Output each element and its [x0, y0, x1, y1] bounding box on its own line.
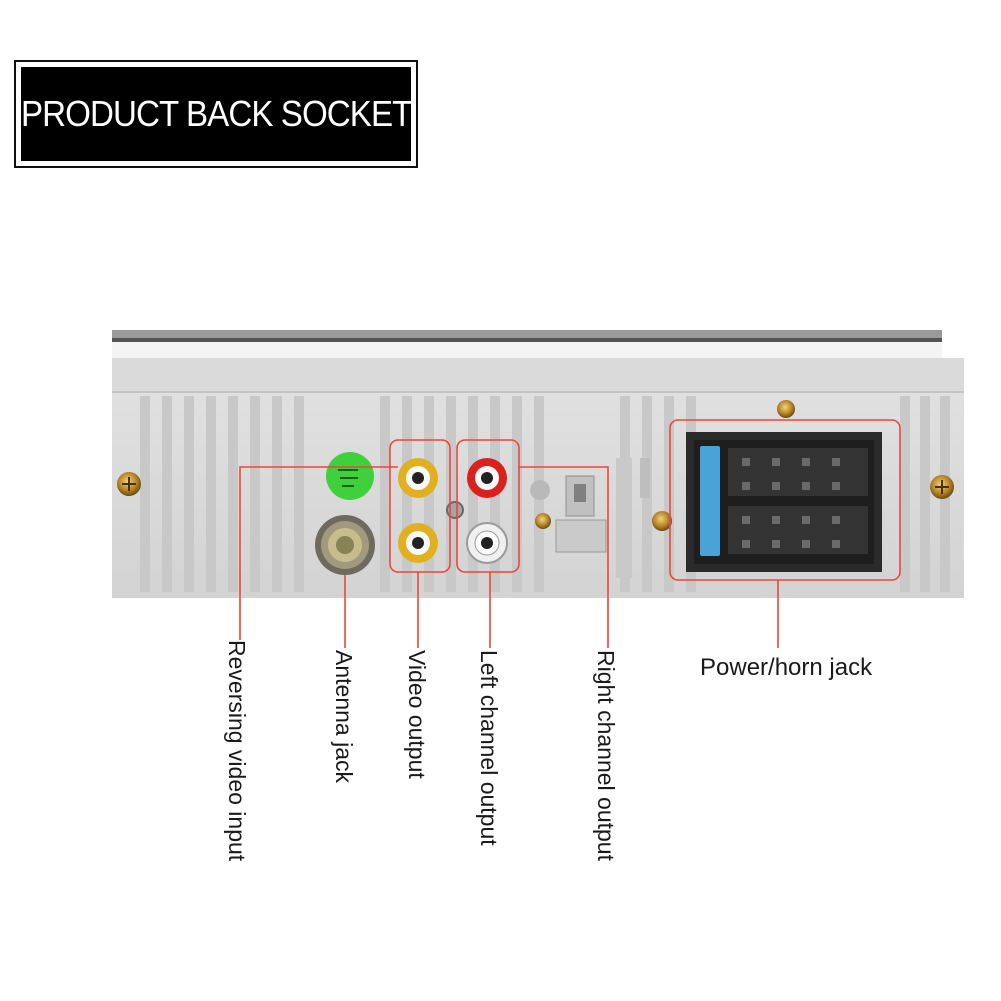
cooling-fin [512, 396, 522, 592]
callout-lines [239, 466, 779, 648]
cooling-fin [228, 396, 238, 592]
connector-pin [772, 516, 780, 524]
antenna-jack [315, 515, 375, 575]
connector-pin [742, 482, 750, 490]
callout-frame-audio [456, 439, 520, 573]
label-right-channel-output: Right channel output [593, 650, 619, 861]
callout-frame-video [389, 439, 451, 573]
mounting-screw-center [535, 513, 551, 529]
rca-jack-left-channel [466, 522, 508, 564]
panel-tab [640, 458, 650, 498]
label-left-channel-output: Left channel output [476, 650, 502, 846]
cooling-fin [294, 396, 304, 592]
ground-terminal [530, 475, 607, 553]
label-reversing-video-input: Reversing video input [224, 640, 250, 862]
cooling-fin [206, 396, 216, 592]
connector-pin [802, 482, 810, 490]
connector-pin [742, 458, 750, 466]
cooling-fin [272, 396, 282, 592]
cooling-fin [250, 396, 260, 592]
connector-pin [802, 516, 810, 524]
mounting-screw-top [777, 400, 795, 418]
connector-pin [802, 458, 810, 466]
connector-pin [832, 458, 840, 466]
mounting-screw-left [117, 472, 141, 496]
label-antenna-jack: Antenna jack [331, 650, 357, 783]
connector-pin [832, 516, 840, 524]
connector-pin [772, 540, 780, 548]
connector-pin [742, 516, 750, 524]
fuse-icon [700, 446, 720, 556]
connector-pin [832, 482, 840, 490]
panel-slot [616, 458, 632, 578]
mounting-screw-mid [652, 511, 672, 531]
connector-pin [742, 540, 750, 548]
power-horn-connector [686, 432, 882, 572]
connector-pin [832, 540, 840, 548]
rca-jack-right-channel [467, 458, 507, 498]
cooling-fin [664, 396, 674, 592]
cooling-fin [446, 396, 456, 592]
rca-jack-video-output [398, 523, 438, 563]
cooling-fin [468, 396, 478, 592]
connector-pin [772, 482, 780, 490]
label-video-output: Video output [404, 650, 430, 779]
callout-line-reversing-video [239, 466, 398, 640]
callout-line-right-channel [519, 466, 609, 648]
green-label-sticker [326, 452, 374, 500]
rca-jack-reversing-video [398, 458, 438, 498]
callout-frames [389, 419, 901, 581]
cooling-fin [920, 396, 930, 592]
chassis-top-lid [112, 330, 942, 360]
cooling-fin [380, 396, 390, 592]
cooling-fin [162, 396, 172, 592]
callout-frame-power [669, 419, 901, 581]
connector-pin [772, 458, 780, 466]
title-banner-inner: PRODUCT BACK SOCKET [20, 67, 412, 161]
cooling-fin [184, 396, 194, 592]
connector-pin [802, 540, 810, 548]
cooling-fin [140, 396, 150, 592]
title-banner: PRODUCT BACK SOCKET [14, 60, 418, 168]
label-power-horn-jack: Power/horn jack [700, 654, 873, 681]
mounting-screw-right [930, 475, 954, 499]
page-title: PRODUCT BACK SOCKET [20, 93, 412, 134]
mounting-screw-rca [446, 501, 464, 519]
connector-pins [742, 458, 840, 548]
cooling-fin [900, 396, 910, 592]
